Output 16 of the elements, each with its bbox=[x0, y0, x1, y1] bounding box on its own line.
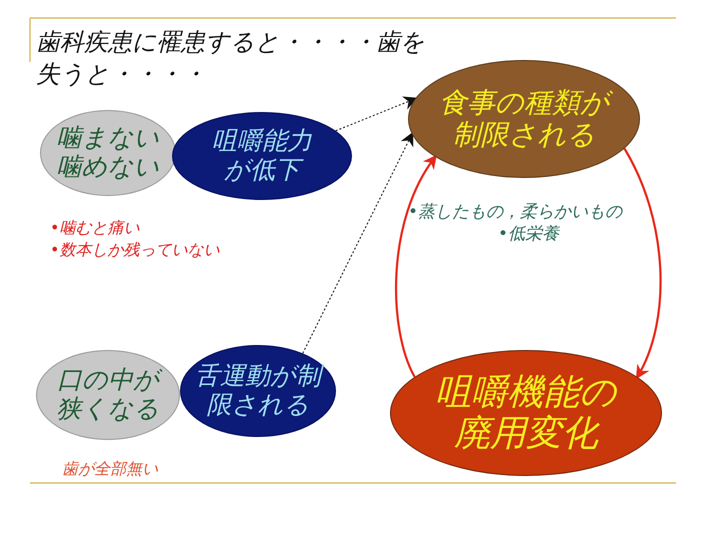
node-label: 噛まない噛めない bbox=[56, 124, 160, 182]
node-label: 舌運動が制限される bbox=[192, 362, 324, 420]
note: 歯が全部無い bbox=[62, 459, 158, 480]
arrow bbox=[624, 148, 662, 380]
arrow bbox=[395, 154, 437, 378]
arrow bbox=[302, 132, 414, 354]
note: •噛むと痛い bbox=[50, 218, 140, 239]
note: •低栄養 bbox=[498, 223, 560, 245]
node-label: 咀嚼能力が低下 bbox=[211, 127, 313, 185]
node-label: 口の中が狭くなる bbox=[54, 366, 162, 424]
note: •蒸したもの，柔らかいもの bbox=[408, 201, 622, 223]
node-label: 咀嚼機能の廃用変化 bbox=[434, 372, 618, 454]
arrow bbox=[335, 96, 418, 132]
note: •数本しか残っていない bbox=[50, 240, 220, 261]
node-label: 食事の種類が制限される bbox=[436, 86, 612, 152]
title: 歯科疾患に罹患すると・・・・歯を失うと・・・・ bbox=[36, 27, 426, 90]
